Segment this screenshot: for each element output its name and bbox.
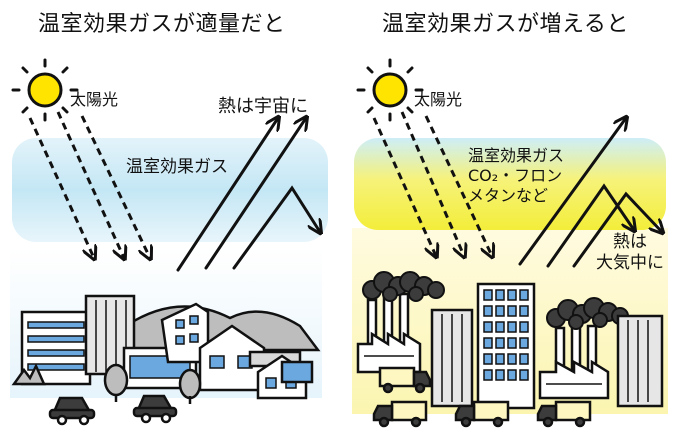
dashed-arrow-icon	[424, 115, 492, 256]
dashed-arrow-icon	[28, 117, 94, 258]
trucks	[372, 366, 592, 428]
sunlight-arrows	[28, 111, 150, 258]
gas-label-line: 温室効果ガス	[468, 146, 565, 165]
arrow-icon	[572, 191, 662, 268]
dashed-arrow-icon	[56, 111, 124, 258]
sunlight-arrows	[372, 111, 492, 256]
arrow-icon	[176, 118, 278, 272]
atmosphere-label-line: 熱は	[613, 232, 647, 252]
sun-icon	[356, 58, 424, 122]
gas-label-line: メタンなど	[468, 186, 549, 205]
truck-icon	[378, 366, 432, 394]
heat-arrows	[176, 118, 320, 272]
sun-label-increased: 太陽光	[414, 90, 463, 109]
truck-icon	[454, 400, 510, 428]
heat-arrows	[518, 118, 662, 268]
arrow-icon	[232, 185, 320, 270]
gas-label-increased: 温室効果ガス CO₂・フロン メタンなど	[468, 146, 564, 206]
arrow-icon	[518, 118, 626, 266]
truck-icon	[372, 400, 428, 428]
dashed-arrow-icon	[400, 111, 464, 256]
arrow-icon	[204, 118, 306, 270]
gas-label-line: CO₂・フロン	[468, 166, 563, 185]
smoke-icon	[362, 271, 445, 302]
car-icon	[48, 396, 96, 426]
smoke-icon	[546, 297, 629, 330]
building-icon	[616, 314, 664, 408]
city-increased	[356, 271, 664, 410]
dashed-arrow-icon	[80, 115, 150, 258]
tree-icon	[103, 363, 129, 402]
panel-title-increased: 温室効果ガスが増えると	[382, 12, 629, 37]
sun-icon	[11, 58, 79, 122]
car-icon	[132, 394, 178, 424]
trees	[11, 363, 202, 404]
left-panel	[10, 58, 328, 426]
factory-icon	[538, 320, 610, 400]
sun-label-normal: 太陽光	[70, 90, 119, 109]
building-icon	[280, 360, 314, 384]
gas-label-normal: 温室効果ガス	[126, 157, 228, 177]
space-label: 熱は宇宙に	[218, 96, 308, 117]
tree-icon	[178, 368, 202, 404]
city-normal	[20, 294, 314, 400]
dashed-arrow-icon	[372, 117, 436, 256]
panel-title-normal: 温室効果ガスが適量だと	[38, 12, 286, 37]
arrow-icon	[546, 183, 634, 268]
truck-icon	[536, 400, 592, 428]
right-panel	[352, 58, 668, 428]
atmosphere-label-line: 大気中に	[596, 253, 664, 273]
atmosphere-label: 熱は 大気中に	[596, 232, 664, 274]
bush	[11, 363, 46, 386]
